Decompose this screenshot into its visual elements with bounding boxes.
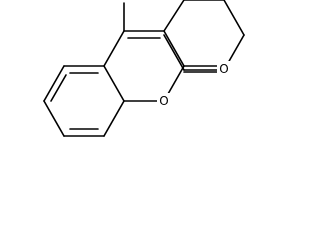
bond-c4a-c4 xyxy=(103,30,125,67)
phenyl-ring xyxy=(163,0,245,71)
bond-benzo-3 xyxy=(103,100,125,137)
ring-oxygen-atom: O xyxy=(157,93,171,109)
bond-benzo-5 xyxy=(43,100,65,137)
pyranone-ring xyxy=(103,30,185,102)
bond-c3-phenyl xyxy=(163,0,185,32)
bond-c3-c2 xyxy=(163,30,185,67)
bond-benzo-6 xyxy=(43,65,65,102)
carbonyl-oxygen-label: O xyxy=(219,62,228,76)
bond-benzo-2 xyxy=(103,65,125,102)
ring-oxygen-label: O xyxy=(159,94,168,108)
chemical-structure-diagram: O O xyxy=(43,0,245,137)
carbonyl-oxygen-atom: O xyxy=(217,61,231,77)
bond-phenyl-2 xyxy=(223,0,245,36)
bond-phenyl-5 xyxy=(163,34,185,71)
benzo-ring xyxy=(43,65,125,137)
bond-benzo-inner-2 xyxy=(50,74,67,102)
